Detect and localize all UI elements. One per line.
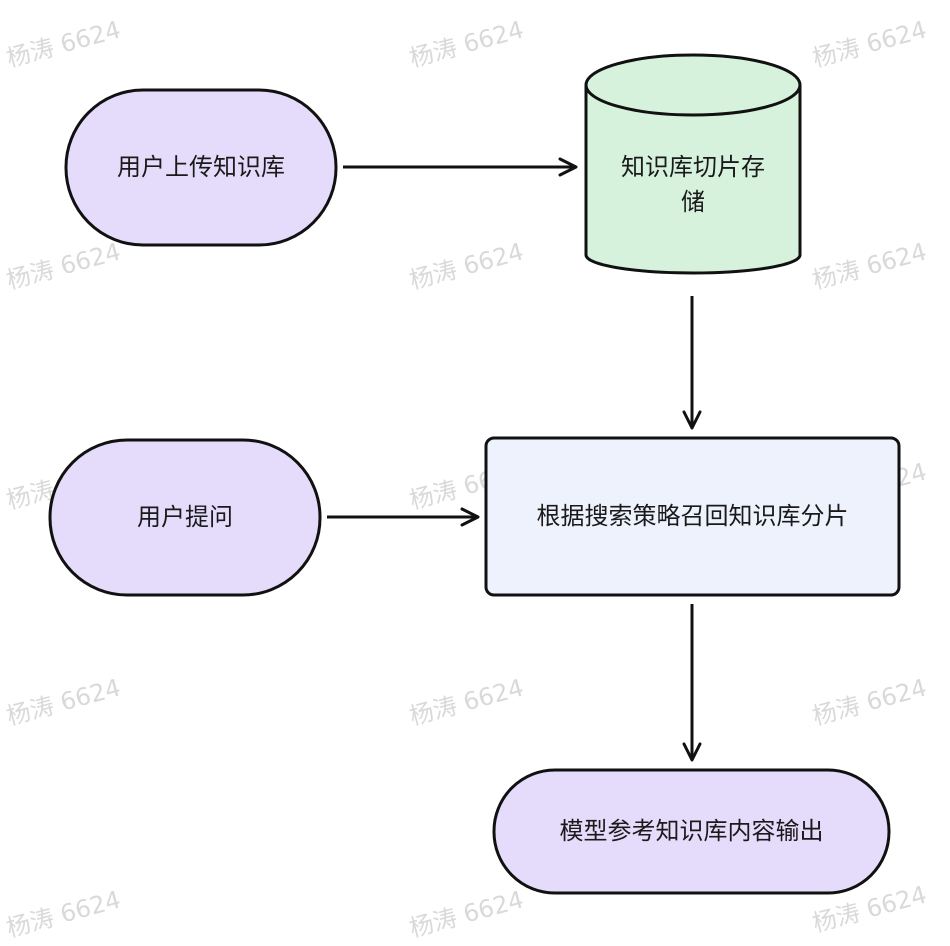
retrieve-node-shape [484,436,901,597]
output-node-shape [492,768,891,895]
storage-node-label-line2: 储 [681,188,705,216]
output-node: 模型参考知识库内容输出 [494,770,889,893]
output-node-label: 模型参考知识库内容输出 [559,817,824,846]
retrieve-node: 根据搜索策略召回知识库分片 [486,438,899,595]
question-node-shape [48,438,322,597]
upload-node: 用户上传知识库 [66,90,336,245]
question-node-label: 用户提问 [137,503,233,532]
question-node: 用户提问 [50,440,320,595]
upload-node-shape [64,88,338,247]
storage-node-shape [584,53,802,275]
storage-node: 知识库切片存 储 [586,115,800,255]
upload-node-label: 用户上传知识库 [117,153,285,182]
retrieve-node-label: 根据搜索策略召回知识库分片 [536,502,849,531]
storage-node-label-line1: 知识库切片存 [621,153,765,182]
